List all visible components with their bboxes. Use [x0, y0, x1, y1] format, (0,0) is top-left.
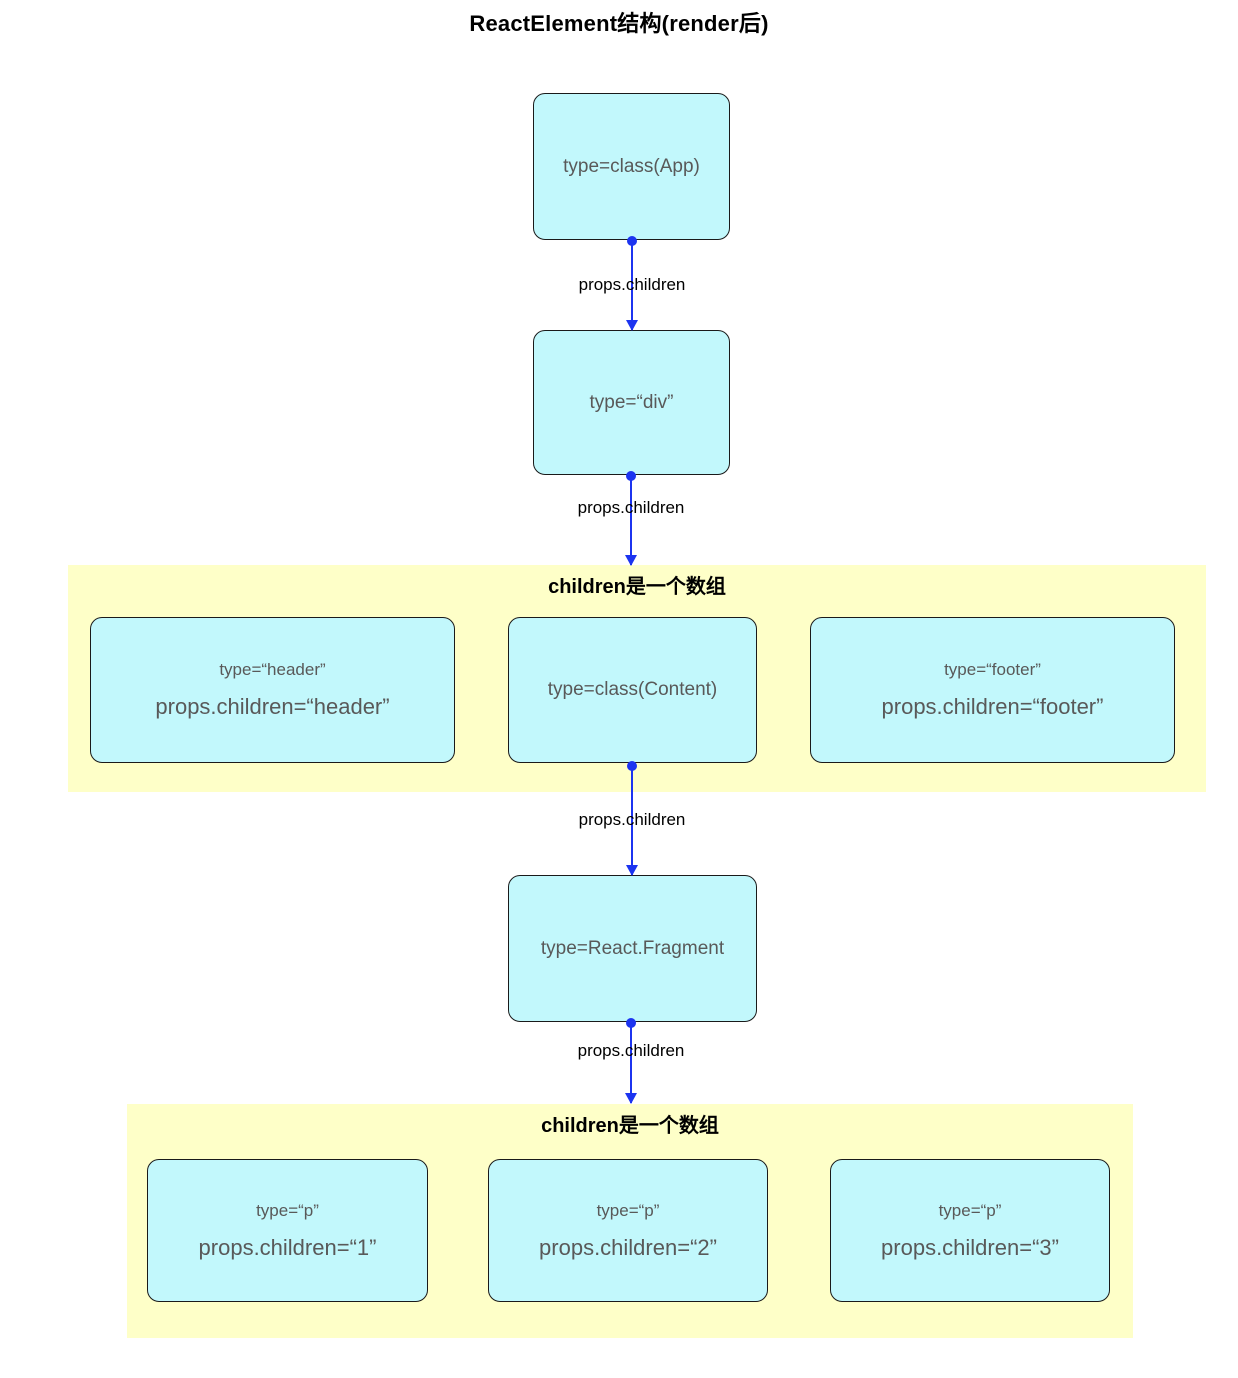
node-type-label: type=“p” [938, 1200, 1002, 1220]
node-label: type=class(App) [563, 155, 700, 177]
edge-label: props.children [578, 810, 686, 829]
node-type-label: type=“p” [596, 1200, 660, 1220]
arrow-line [631, 765, 633, 875]
node-label: type=class(Content) [547, 679, 718, 700]
node-label: type=React.Fragment [540, 937, 725, 959]
arrow-start-dot-icon [626, 1018, 636, 1028]
node-p2: type=“p” props.children=“2” [488, 1159, 768, 1302]
node-react-fragment: type=React.Fragment [508, 875, 757, 1022]
node-children-label: props.children=“2” [539, 1234, 717, 1260]
edge-label: props.children [577, 1041, 685, 1061]
node-div: type=“div” [533, 330, 730, 475]
node-header: type=“header” props.children=“header” [90, 617, 455, 763]
node-type-label: type=“footer” [944, 660, 1041, 679]
diagram-title: ReactElement结构(render后) [469, 11, 769, 36]
arrow-line [630, 1022, 632, 1103]
arrowhead-icon [625, 555, 637, 566]
edge-label: props.children [577, 498, 685, 518]
node-footer: type=“footer” props.children=“footer” [810, 617, 1175, 763]
node-p1: type=“p” props.children=“1” [147, 1159, 428, 1302]
arrow-line [631, 240, 633, 330]
arrow-line [630, 475, 632, 565]
group-label: children是一个数组 [548, 576, 726, 598]
edge-label: props.children [578, 275, 686, 294]
arrowhead-icon [625, 1093, 637, 1104]
arrowhead-icon [626, 320, 638, 331]
arrow-start-dot-icon [627, 236, 637, 246]
arrow-start-dot-icon [627, 761, 637, 771]
arrow-start-dot-icon [626, 471, 636, 481]
arrowhead-icon [626, 865, 638, 876]
node-children-label: props.children=“header” [155, 694, 390, 719]
node-children-label: props.children=“3” [881, 1234, 1059, 1260]
group-label: children是一个数组 [541, 1115, 719, 1137]
node-p3: type=“p” props.children=“3” [830, 1159, 1110, 1302]
node-type-label: type=“p” [256, 1200, 319, 1220]
node-app: type=class(App) [533, 93, 730, 240]
node-children-label: props.children=“footer” [881, 694, 1104, 719]
node-children-label: props.children=“1” [198, 1234, 377, 1260]
node-content: type=class(Content) [508, 617, 757, 763]
node-type-label: type=“header” [219, 660, 326, 679]
node-label: type=“div” [589, 391, 674, 413]
